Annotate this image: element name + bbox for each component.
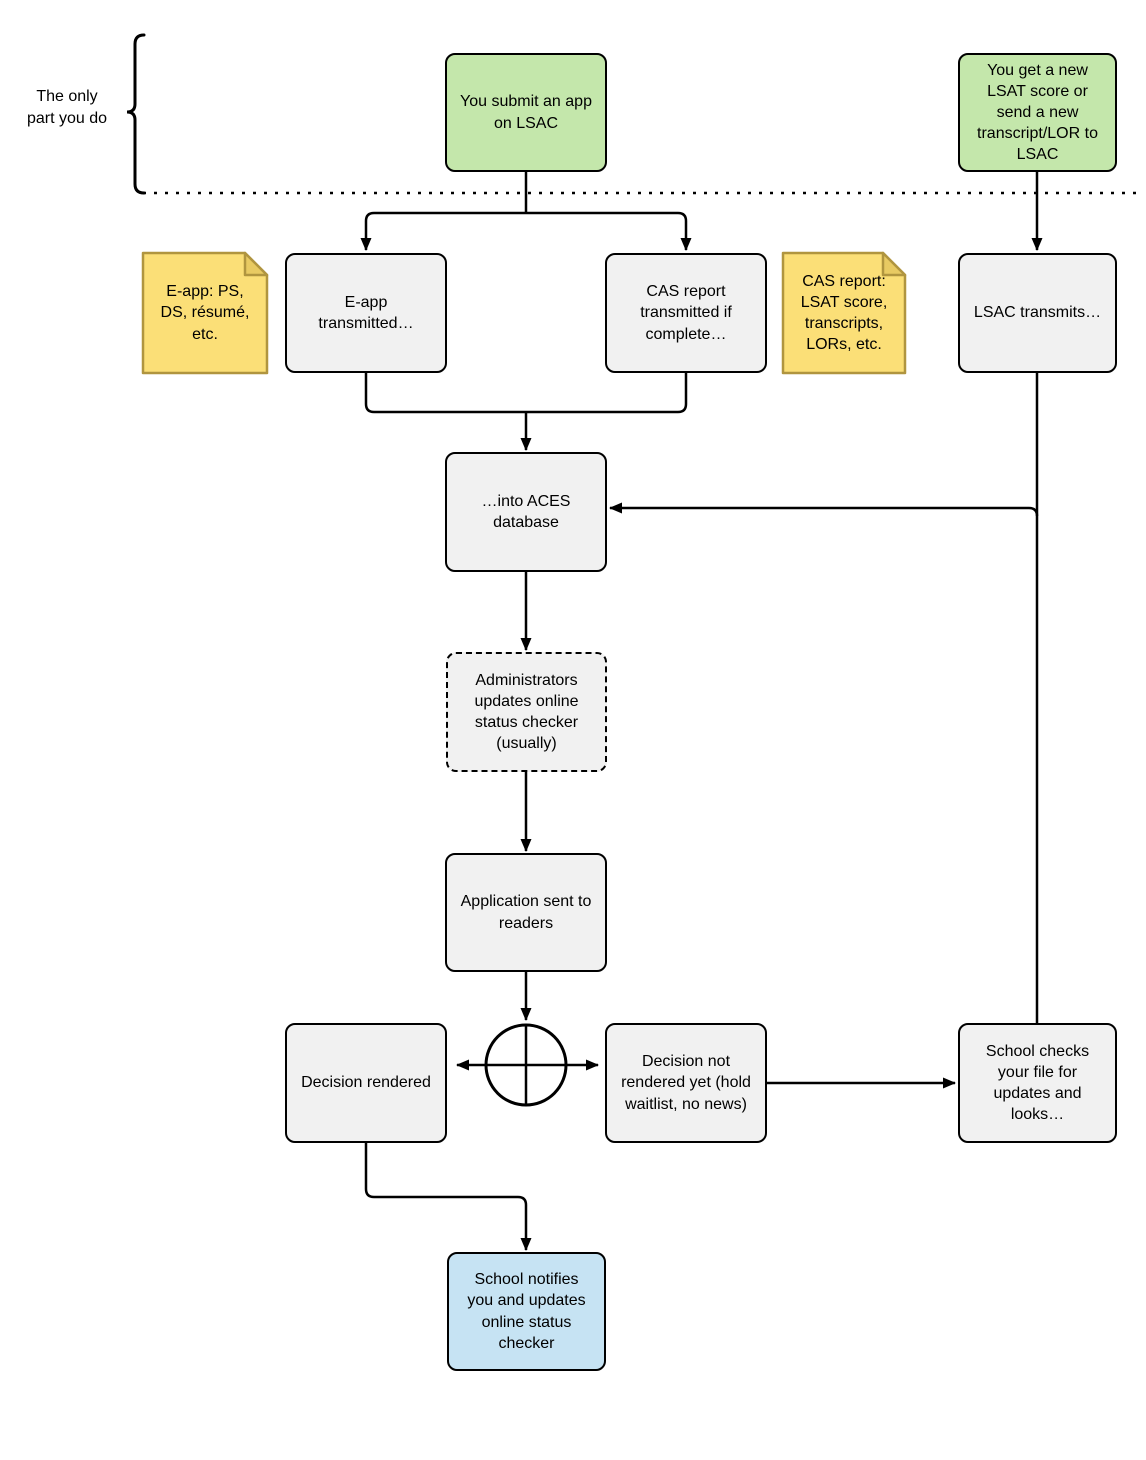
node-cas-report-transmitted: CAS report transmitted if complete… xyxy=(605,253,767,373)
node-school-checks-file-label: School checks your file for updates and … xyxy=(985,1042,1090,1124)
note-shapes xyxy=(141,251,907,375)
node-lsac-transmits-label: LSAC transmits… xyxy=(973,304,1102,322)
note-eapp: E-app: PS, DS, résumé, etc. xyxy=(143,253,267,373)
connector-eapp-merge xyxy=(364,373,526,414)
node-school-checks-file: School checks your file for updates and … xyxy=(958,1023,1117,1143)
node-decision-not-rendered: Decision not rendered yet (hold waitlist… xyxy=(605,1023,767,1143)
connector-submit-to-cas xyxy=(526,211,692,251)
annotation-only-part-you-do: The only part you do xyxy=(26,88,108,127)
node-admin-updates-status-label: Administrators updates online status che… xyxy=(474,671,579,753)
node-lsac-transmits: LSAC transmits… xyxy=(958,253,1117,373)
node-you-submit-app: You submit an app on LSAC xyxy=(445,53,607,172)
node-application-sent: Application sent to readers xyxy=(445,853,607,972)
node-new-lsat-score: You get a new LSAT score or send a new t… xyxy=(958,53,1117,172)
connector-submit-to-eapp xyxy=(360,211,526,251)
node-admin-updates-status: Administrators updates online status che… xyxy=(446,652,607,772)
note-eapp-label: E-app: PS, DS, résumé, etc. xyxy=(160,283,250,343)
node-aces-database: …into ACES database xyxy=(445,452,607,572)
connector-decision-to-notify xyxy=(364,1143,532,1251)
note-cas-report-label: CAS report: LSAT score, transcripts, LOR… xyxy=(800,272,888,354)
curly-brace xyxy=(126,33,146,195)
junction-cross xyxy=(456,1025,599,1105)
node-decision-rendered-label: Decision rendered xyxy=(301,1074,431,1092)
node-eapp-transmitted-label: E-app transmitted… xyxy=(318,293,414,332)
connector-branch-to-aces xyxy=(609,502,1039,517)
node-new-lsat-score-label: You get a new LSAT score or send a new t… xyxy=(977,61,1098,164)
note-cas-fold xyxy=(881,251,907,277)
node-application-sent-label: Application sent to readers xyxy=(460,893,592,932)
node-school-notifies-label: School notifies you and updates online s… xyxy=(467,1271,586,1352)
node-you-submit-app-label: You submit an app on LSAC xyxy=(460,93,592,132)
note-eapp-shape xyxy=(141,251,269,375)
node-decision-rendered: Decision rendered xyxy=(285,1023,447,1143)
connector-group xyxy=(360,172,1043,1251)
node-decision-not-rendered-label: Decision not rendered yet (hold waitlist… xyxy=(621,1053,751,1113)
node-school-notifies: School notifies you and updates online s… xyxy=(447,1252,606,1371)
note-cas-report: CAS report: LSAT score, transcripts, LOR… xyxy=(783,253,905,373)
node-aces-database-label: …into ACES database xyxy=(481,492,571,531)
note-cas-shape xyxy=(781,251,907,375)
connector-cas-merge xyxy=(526,373,688,414)
node-cas-report-transmitted-label: CAS report transmitted if complete… xyxy=(640,283,732,343)
note-eapp-fold xyxy=(243,251,269,277)
node-eapp-transmitted: E-app transmitted… xyxy=(285,253,447,373)
